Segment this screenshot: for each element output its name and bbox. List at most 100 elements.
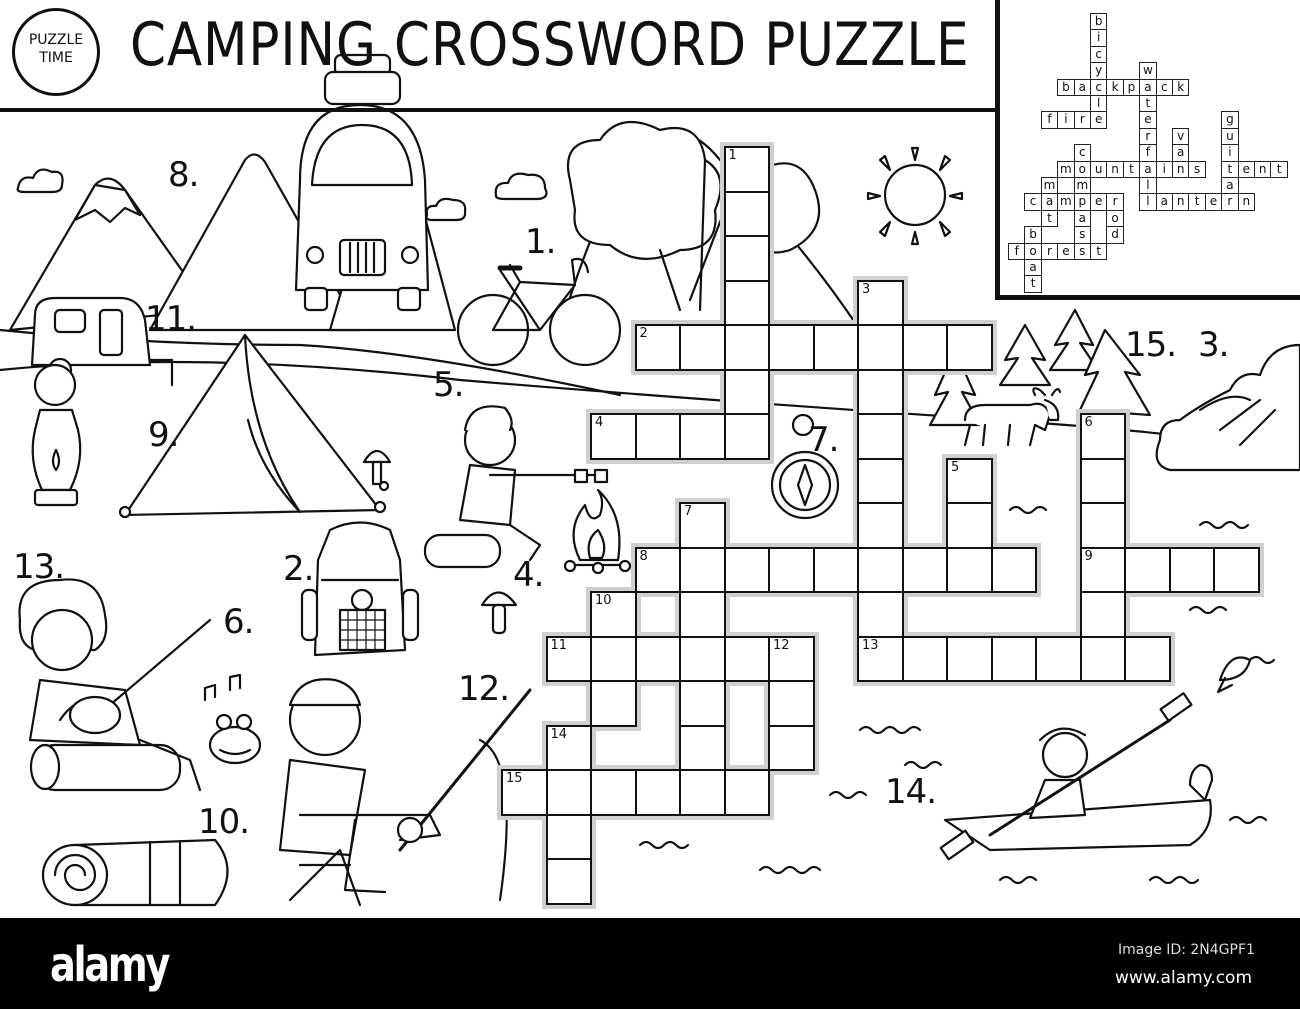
crossword-cell[interactable] (679, 680, 726, 727)
crossword-cell[interactable] (857, 324, 904, 371)
crossword-cell[interactable] (812, 324, 859, 371)
crossword-cell[interactable] (723, 368, 770, 415)
crossword-cell[interactable]: 3 (857, 279, 904, 326)
moose-icon (963, 387, 1062, 447)
music-notes-icon (203, 673, 242, 702)
picture-label: 7. (808, 420, 839, 460)
answer-key-cell: a (1073, 209, 1091, 228)
crossword-cell[interactable] (768, 324, 815, 371)
crossword-cell[interactable] (990, 546, 1037, 593)
crossword-cell[interactable] (590, 769, 637, 816)
crossword-cell[interactable] (901, 635, 948, 682)
cloud-icon (494, 172, 548, 201)
crossword-cell[interactable] (857, 546, 904, 593)
crossword-cell[interactable]: 11 (545, 635, 592, 682)
crossword-cell[interactable] (723, 324, 770, 371)
crossword-cell[interactable]: 9 (1079, 546, 1126, 593)
crossword-cell[interactable] (545, 769, 592, 816)
crossword-cell[interactable] (545, 858, 592, 905)
answer-key-cell: o (1106, 209, 1124, 228)
crossword-cell[interactable] (1168, 546, 1215, 593)
crossword-cell[interactable] (901, 324, 948, 371)
boy-playing-guitar-icon (18, 578, 212, 792)
crossword-cell[interactable] (1079, 502, 1126, 549)
crossword-cell[interactable] (679, 413, 726, 460)
crossword-cell[interactable] (634, 413, 681, 460)
crossword-cell[interactable]: 6 (1079, 413, 1126, 460)
crossword-cell[interactable] (679, 546, 726, 593)
alamy-logo: alamy (50, 937, 170, 993)
crossword-cell[interactable] (679, 591, 726, 638)
crossword-cell[interactable] (679, 324, 726, 371)
crossword-cell[interactable] (857, 413, 904, 460)
crossword-cell[interactable] (857, 591, 904, 638)
answer-key-cell: p (1073, 193, 1091, 211)
crossword-cell[interactable] (679, 769, 726, 816)
crossword-cell[interactable] (723, 279, 770, 326)
answer-key-cell: t (1090, 242, 1108, 260)
footer-bar: alamy Image ID: 2N4GPF1 www.alamy.com (0, 918, 1300, 1009)
crossword-cell[interactable] (1124, 635, 1171, 682)
crossword-cell[interactable]: 12 (768, 635, 815, 682)
fish-icon (1216, 656, 1252, 694)
crossword-cell[interactable] (1035, 635, 1082, 682)
crossword-cell[interactable] (634, 635, 681, 682)
crossword-cell[interactable] (901, 546, 948, 593)
crossword-cell[interactable]: 1 (723, 146, 770, 193)
clue-number: 6 (1084, 415, 1093, 430)
crossword-cell[interactable] (768, 680, 815, 727)
crossword-cell[interactable] (1124, 546, 1171, 593)
crossword-cell[interactable] (723, 190, 770, 237)
crossword-cell[interactable]: 8 (634, 546, 681, 593)
crossword-cell[interactable]: 7 (679, 502, 726, 549)
crossword-cell[interactable] (723, 546, 770, 593)
crossword-cell[interactable] (723, 769, 770, 816)
crossword-cell[interactable] (946, 635, 993, 682)
clue-number: 5 (951, 459, 960, 475)
crossword-cell[interactable] (857, 457, 904, 504)
crossword-cell[interactable] (768, 724, 815, 771)
page-title: CAMPING CROSSWORD PUZZLE (130, 10, 970, 80)
crossword-cell[interactable] (1079, 635, 1126, 682)
crossword-cell[interactable] (723, 235, 770, 282)
answer-key-cell: n (1172, 193, 1190, 211)
crossword-cell[interactable] (812, 546, 859, 593)
answer-key-cell: s (1073, 242, 1091, 260)
crossword-cell[interactable] (1213, 546, 1260, 593)
campfire-icon (563, 488, 632, 575)
crossword-cell[interactable] (723, 413, 770, 460)
answer-key-cell: n (1106, 160, 1124, 178)
crossword-cell[interactable] (990, 635, 1037, 682)
crossword-cell[interactable] (590, 635, 637, 682)
answer-key-cell: w (1139, 62, 1157, 80)
crossword-cell[interactable] (857, 368, 904, 415)
crossword-cell[interactable]: 13 (857, 635, 904, 682)
answer-key-cell: u (1090, 160, 1108, 178)
crossword-cell[interactable] (857, 502, 904, 549)
crossword-cell[interactable]: 10 (590, 591, 637, 638)
crossword-cell[interactable] (768, 546, 815, 593)
crossword-cell[interactable] (679, 635, 726, 682)
answer-key-cell: r (1040, 242, 1059, 260)
crossword-cell[interactable] (946, 502, 993, 549)
crossword-cell[interactable]: 2 (634, 324, 681, 371)
answer-key-cell: t (1139, 95, 1157, 113)
crossword-cell[interactable] (723, 635, 770, 682)
answer-key-cell: k (1106, 78, 1124, 96)
crossword-cell[interactable] (946, 324, 993, 371)
crossword-cell[interactable]: 5 (946, 457, 993, 504)
water-waves (638, 505, 1276, 885)
crossword-cell[interactable] (590, 680, 637, 727)
crossword-cell[interactable]: 4 (590, 413, 637, 460)
crossword-cell[interactable] (1079, 457, 1126, 504)
crossword-cell[interactable] (679, 724, 726, 771)
clue-number: 11 (550, 637, 568, 653)
answer-key-cell: t (1188, 193, 1206, 211)
crossword-cell[interactable] (946, 546, 993, 593)
crossword-cell[interactable] (634, 769, 681, 816)
crossword-cell[interactable]: 14 (545, 724, 592, 771)
pine-tree-icon (998, 323, 1052, 387)
crossword-cell[interactable] (1079, 591, 1126, 638)
crossword-cell[interactable] (545, 813, 592, 860)
crossword-cell[interactable]: 15 (501, 769, 548, 816)
